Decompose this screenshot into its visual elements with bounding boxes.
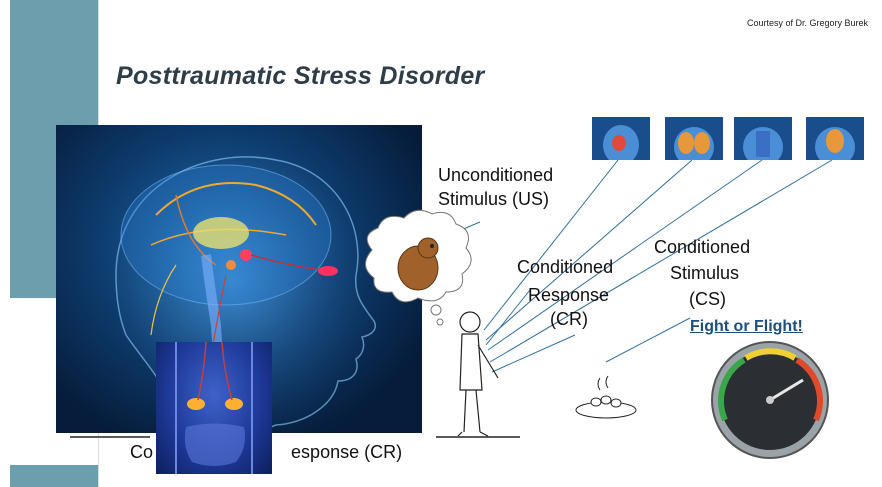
cs-label-line1: Conditioned — [654, 236, 750, 258]
speedometer-gauge — [712, 342, 828, 458]
cs-label-line2: Stimulus — [670, 262, 739, 284]
bottom-response-label: Co esponse (CR) — [130, 442, 402, 463]
cr-label-line1: Conditioned — [517, 256, 613, 278]
fight-or-flight-link[interactable]: Fight or Flight! — [690, 318, 803, 336]
cr-label-line2: Response — [528, 284, 609, 306]
cs-label-line3: (CS) — [689, 288, 726, 310]
person-figure — [458, 312, 498, 436]
cr-label-line3: (CR) — [550, 308, 588, 330]
bottom-label-end: esponse (CR) — [291, 442, 402, 462]
food-plate-icon — [576, 376, 636, 418]
us-label-line1: Unconditioned — [438, 164, 553, 186]
bottom-label-start: Co — [130, 442, 153, 462]
us-label-line2: Stimulus (US) — [438, 188, 549, 210]
